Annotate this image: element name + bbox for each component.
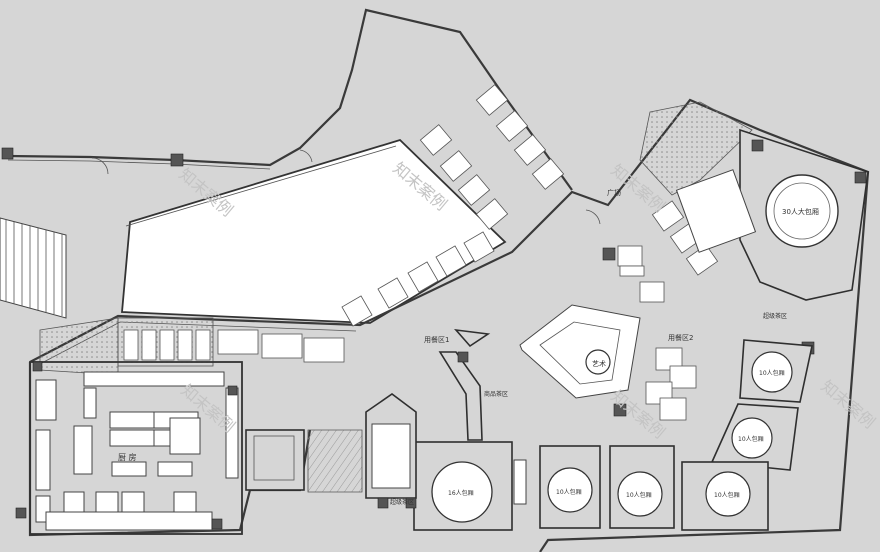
- zone-label-art: 艺术: [592, 359, 606, 368]
- column: [1, 147, 14, 160]
- landscape-area: [639, 101, 753, 196]
- counter: [513, 459, 527, 505]
- room-label-30: 30人大包厢: [782, 207, 819, 216]
- atrium-void: [121, 138, 507, 324]
- private-room-30: 30人大包厢: [675, 128, 869, 301]
- wall-fin: [454, 328, 491, 348]
- dining-tables: [217, 84, 719, 421]
- column: [15, 507, 27, 519]
- zone-label-tea-2: 超级茶区: [390, 498, 414, 506]
- private-room-10-east-1: 10人包厢: [739, 339, 813, 403]
- zone-label-entrance: 广场: [607, 188, 621, 197]
- private-room-10-south-2: 10人包厢: [609, 445, 675, 529]
- kitchen: 厨 房: [15, 361, 243, 535]
- column: [602, 247, 616, 261]
- zone-label-dining-2: 用餐区2: [668, 333, 693, 342]
- zone-label-tea-1: 商品茶区: [484, 390, 508, 398]
- zone-label-kitchen: 厨 房: [118, 452, 137, 462]
- service-corridor: [245, 429, 305, 491]
- column: [457, 351, 469, 363]
- room-label-10b: 10人包厢: [738, 435, 764, 443]
- column: [854, 171, 867, 184]
- private-room-10-south-3: 10人包厢: [681, 461, 769, 531]
- room-label-10c: 10人包厢: [556, 488, 582, 496]
- art-installation: 艺术: [519, 304, 641, 399]
- room-label-10d: 10人包厢: [626, 491, 652, 499]
- landscape-area: [307, 429, 363, 493]
- column: [32, 361, 43, 372]
- private-room-16: 16人包厢: [413, 441, 513, 531]
- service-core: [365, 393, 417, 509]
- private-room-10-east-2: 10人包厢: [710, 403, 799, 471]
- zone-label-tea-3: 超级茶区: [763, 312, 787, 320]
- column: [170, 153, 184, 167]
- column: [377, 497, 389, 509]
- room-label-16: 16人包厢: [448, 489, 474, 497]
- column: [211, 518, 223, 530]
- left-staircase: [0, 217, 67, 319]
- room-label-10e: 10人包厢: [714, 491, 740, 499]
- room-label-10a: 10人包厢: [759, 369, 785, 377]
- booth-seating: [123, 329, 211, 361]
- private-room-10-south-1: 10人包厢: [539, 445, 601, 529]
- column: [613, 403, 627, 417]
- column: [405, 497, 417, 509]
- zone-label-dining-1: 用餐区1: [424, 335, 449, 344]
- column: [751, 139, 764, 152]
- landscape-area: [39, 317, 119, 376]
- column: [227, 385, 238, 396]
- wall-fin: [438, 351, 483, 441]
